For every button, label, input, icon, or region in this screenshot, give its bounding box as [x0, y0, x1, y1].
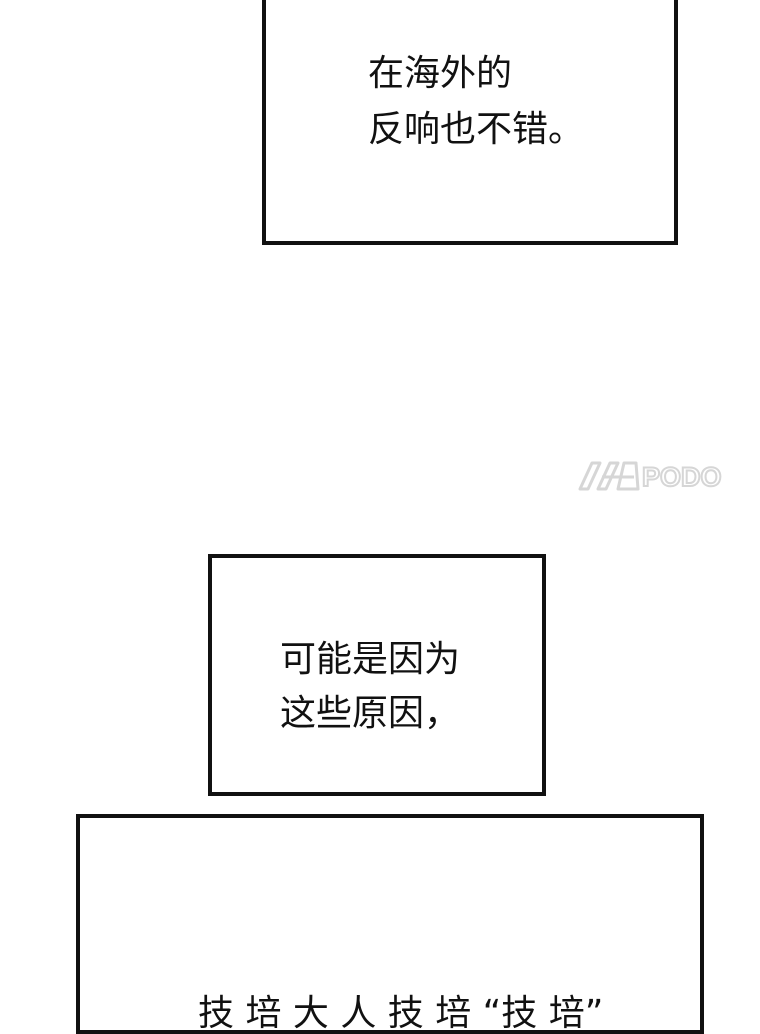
caption-1-line-2: 反响也不错。 — [368, 109, 585, 150]
caption-box-1: 在海外的 反响也不错。 — [262, 0, 678, 245]
caption-2-line-2: 这些原因， — [280, 693, 461, 734]
caption-2-line-1: 可能是因为 — [280, 639, 461, 680]
caption-box-2: 可能是因为 这些原因， — [208, 554, 546, 796]
caption-3-line-1: 技 培 大 人 技 培 “技 培” — [198, 993, 604, 1034]
caption-1-line-1: 在海外的 — [368, 53, 513, 94]
podo-watermark-logo: PODO — [578, 460, 744, 493]
watermark-text: PODO — [642, 462, 722, 492]
caption-box-3: 技 培 大 人 技 培 “技 培” — [76, 814, 704, 1034]
